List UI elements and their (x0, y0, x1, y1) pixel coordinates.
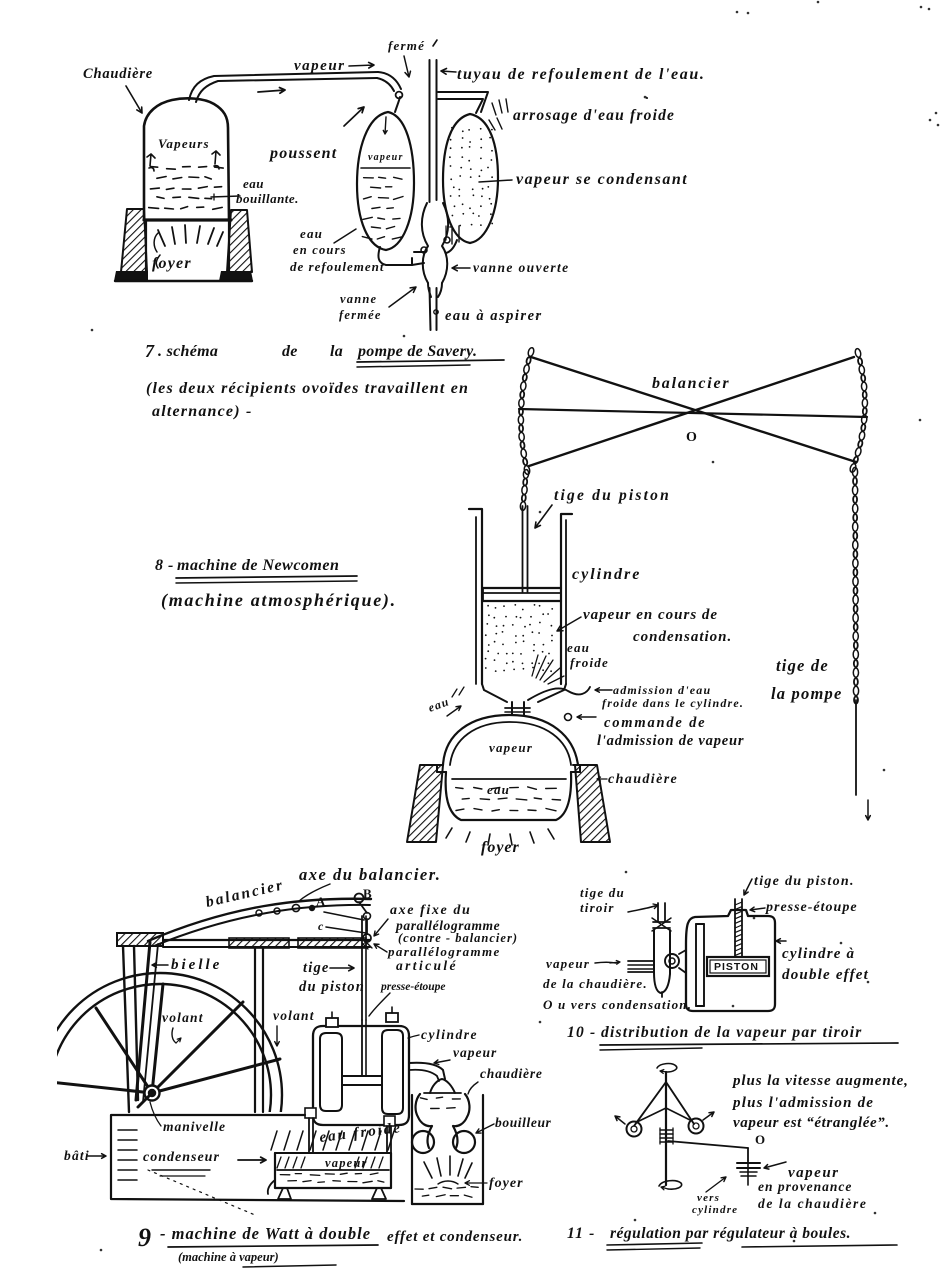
svg-text:Vapeurs: Vapeurs (158, 136, 210, 151)
svg-text:effet et condenseur.: effet et condenseur. (387, 1229, 523, 1245)
svg-text:7: 7 (145, 341, 155, 361)
svg-text:A: A (316, 894, 327, 909)
svg-text:axe fixe du: axe fixe du (390, 903, 471, 918)
svg-text:articulé: articulé (396, 958, 458, 973)
svg-text:11 -: 11 - (567, 1225, 595, 1242)
svg-text:pompe de Savery.: pompe de Savery. (356, 343, 477, 360)
svg-text:vers: vers (697, 1192, 720, 1204)
svg-text:plus la vitesse augmente,: plus la vitesse augmente, (731, 1073, 909, 1089)
svg-text:plus l'admission de: plus l'admission de (731, 1095, 874, 1111)
svg-text:en cours: en cours (293, 243, 347, 257)
svg-text:chaudière: chaudière (480, 1066, 543, 1081)
svg-text:(les deux récipients ovoïdes t: (les deux récipients ovoïdes travaillent… (146, 380, 469, 397)
svg-text:de refoulement: de refoulement (290, 259, 385, 274)
svg-text:cylindre: cylindre (692, 1204, 738, 1216)
svg-text:arrosage d'eau froide: arrosage d'eau froide (513, 107, 675, 124)
svg-text:tuyau de refoulement de l'eau.: tuyau de refoulement de l'eau. (457, 66, 705, 83)
svg-text:vapeur: vapeur (294, 58, 346, 74)
svg-text:chaudière: chaudière (608, 772, 678, 787)
svg-text:froide dans le cylindre.: froide dans le cylindre. (602, 696, 744, 710)
svg-text:fermée: fermée (339, 308, 382, 322)
svg-text:vanne ouverte: vanne ouverte (473, 260, 570, 275)
svg-text:vapeur: vapeur (546, 956, 590, 971)
svg-text:cylindre: cylindre (572, 566, 641, 583)
svg-text:tige: tige (303, 960, 330, 976)
svg-text:eau: eau (487, 782, 510, 797)
svg-text:presse-étoupe: presse-étoupe (380, 981, 446, 993)
svg-text:9: 9 (138, 1223, 152, 1252)
svg-text:tige du piston.: tige du piston. (754, 874, 855, 889)
svg-text:condenseur: condenseur (143, 1150, 220, 1165)
svg-text:volant: volant (162, 1010, 204, 1025)
svg-text:en provenance: en provenance (758, 1179, 852, 1194)
svg-text:B: B (363, 886, 373, 901)
svg-text:vapeur se condensant: vapeur se condensant (516, 171, 688, 188)
svg-text:c: c (318, 919, 325, 933)
svg-text:(machine atmosphérique).: (machine atmosphérique). (161, 590, 397, 611)
svg-text:vanne: vanne (340, 292, 377, 306)
svg-text:eau: eau (426, 694, 451, 715)
svg-text:presse-étoupe: presse-étoupe (765, 900, 858, 915)
svg-text:parallélogramme: parallélogramme (387, 944, 501, 959)
svg-text:vapeur en cours de: vapeur en cours de (583, 607, 718, 623)
svg-text:régulation par régulateur à bo: régulation par régulateur à boules. (610, 1225, 851, 1242)
svg-text:la pompe: la pompe (771, 684, 842, 703)
svg-text:tige de: tige de (776, 656, 829, 675)
svg-text:cylindre à: cylindre à (782, 946, 855, 962)
svg-text:8 -: 8 - (155, 557, 174, 574)
svg-text:foyer: foyer (489, 1176, 524, 1191)
svg-text:(contre - balancier): (contre - balancier) (398, 931, 518, 945)
svg-text:de la chaudière.: de la chaudière. (543, 976, 648, 991)
svg-text:O: O (755, 1132, 766, 1147)
svg-text:axe du balancier.: axe du balancier. (299, 865, 441, 884)
svg-text:bâti: bâti (64, 1148, 90, 1163)
svg-text:manivelle: manivelle (163, 1119, 226, 1134)
svg-text:bouilleur: bouilleur (495, 1115, 552, 1130)
svg-text:10 -: 10 - (567, 1024, 596, 1041)
svg-text:vapeur: vapeur (489, 740, 533, 755)
svg-text:(machine à vapeur): (machine à vapeur) (178, 1250, 279, 1264)
svg-text:la: la (330, 343, 343, 360)
svg-text:balancier: balancier (652, 375, 730, 392)
svg-text:eau: eau (243, 176, 264, 191)
svg-text:de: de (282, 343, 298, 360)
svg-text:O u vers condensation.: O u vers condensation. (543, 997, 692, 1012)
svg-text:distribution de la vapeur par: distribution de la vapeur par tiroir (601, 1024, 863, 1041)
svg-text:. schéma: . schéma (158, 343, 218, 360)
svg-text:froide: froide (570, 655, 609, 670)
svg-text:fermé: fermé (388, 38, 425, 53)
svg-text:tige du piston: tige du piston (554, 487, 671, 504)
svg-text:tige du: tige du (580, 885, 625, 900)
svg-text:Chaudière: Chaudière (83, 66, 153, 82)
svg-text:bielle: bielle (171, 957, 222, 973)
svg-text:tiroir: tiroir (580, 900, 615, 915)
svg-text:vapeur: vapeur (453, 1045, 497, 1060)
svg-text:vapeur: vapeur (788, 1165, 840, 1181)
svg-text:foyer: foyer (481, 839, 520, 856)
svg-text:foyer: foyer (152, 255, 192, 272)
svg-text:cylindre: cylindre (421, 1027, 478, 1042)
svg-text:de la chaudière: de la chaudière (758, 1196, 868, 1211)
svg-text:vapeur est “étranglée”.: vapeur est “étranglée”. (733, 1115, 890, 1131)
svg-text:l'admission de vapeur: l'admission de vapeur (597, 733, 744, 749)
svg-text:admission d'eau: admission d'eau (613, 683, 711, 697)
svg-text:machine de Newcomen: machine de Newcomen (177, 557, 339, 574)
svg-text:du piston: du piston (299, 979, 365, 995)
svg-text:parallélogramme: parallélogramme (395, 918, 500, 933)
svg-text:vapeur: vapeur (368, 152, 404, 163)
svg-text:commande de: commande de (604, 715, 706, 731)
svg-text:PISTON: PISTON (714, 961, 759, 973)
svg-text:volant: volant (273, 1008, 315, 1023)
svg-text:vapeur: vapeur (325, 1156, 368, 1170)
svg-text:poussent: poussent (268, 145, 337, 162)
svg-text:condensation.: condensation. (633, 629, 732, 645)
svg-text:alternance) -: alternance) - (152, 403, 252, 420)
svg-text:eau: eau (567, 640, 590, 655)
svg-text:- machine de Watt à double: - machine de Watt à double (160, 1224, 371, 1243)
svg-text:eau à aspirer: eau à aspirer (445, 308, 543, 324)
svg-text:O: O (686, 430, 698, 445)
svg-text:eau: eau (300, 226, 323, 241)
svg-text:bouillante.: bouillante. (236, 191, 299, 206)
svg-text:double effet: double effet (782, 967, 869, 983)
